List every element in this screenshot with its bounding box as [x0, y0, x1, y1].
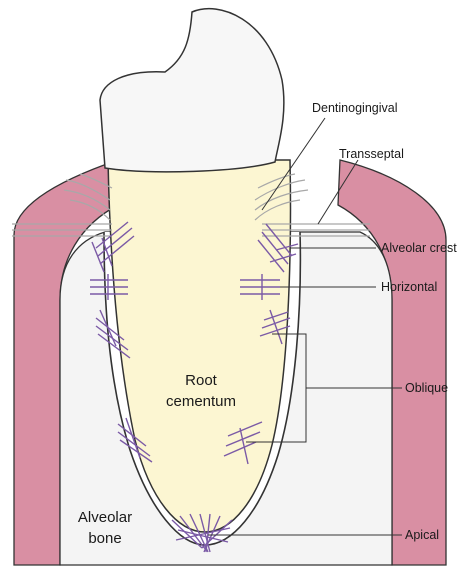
label-transseptal: Transseptal	[339, 147, 404, 161]
label-bone-line1: Alveolar	[78, 509, 132, 526]
label-bone-line2: bone	[88, 530, 121, 547]
label-apical: Apical	[405, 528, 439, 542]
label-oblique: Oblique	[405, 381, 448, 395]
label-horizontal: Horizontal	[381, 280, 437, 294]
label-alveolar-crest: Alveolar crest	[381, 241, 457, 255]
crown	[100, 9, 284, 172]
label-root-line2: cementum	[166, 393, 236, 410]
label-dentinogingival: Dentinogingival	[312, 101, 397, 115]
label-root-line1: Root	[185, 372, 218, 389]
